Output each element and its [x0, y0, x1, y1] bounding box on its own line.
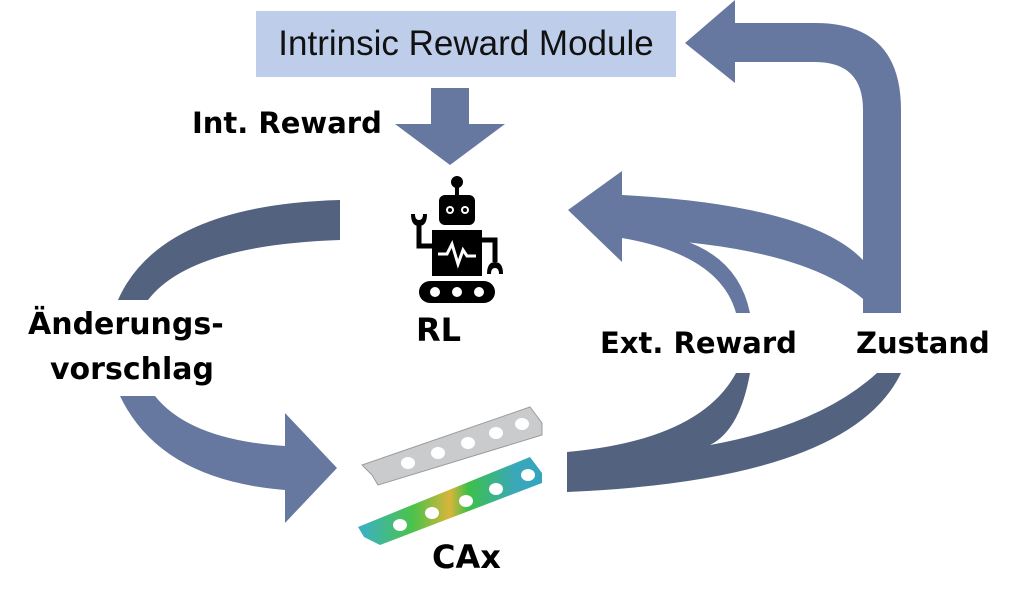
robot-icon — [411, 176, 503, 303]
ext-reward-to-rl-arrow — [622, 232, 750, 313]
change-proposal-label-line1: Änderungs- — [28, 307, 224, 342]
change-proposal-arrow-top — [118, 200, 340, 300]
change-proposal-arrow-bottom — [120, 396, 337, 523]
state-label: Zustand — [856, 326, 990, 360]
intrinsic-reward-module-label: Intrinsic Reward Module — [278, 24, 654, 63]
state-to-module-arrow — [685, 0, 901, 313]
intrinsic-reward-module-box: Intrinsic Reward Module — [256, 11, 676, 77]
int-reward-arrow — [395, 88, 505, 165]
change-proposal-label-line2: vorschlag — [50, 352, 214, 387]
rl-label: RL — [416, 311, 462, 349]
cax-to-ext-reward-arrow — [567, 373, 901, 492]
state-to-rl-arrow — [568, 171, 877, 313]
beam-fem-icon — [358, 406, 543, 545]
int-reward-label: Int. Reward — [192, 106, 382, 140]
cax-label: CAx — [432, 538, 501, 576]
ext-reward-label: Ext. Reward — [600, 326, 797, 360]
